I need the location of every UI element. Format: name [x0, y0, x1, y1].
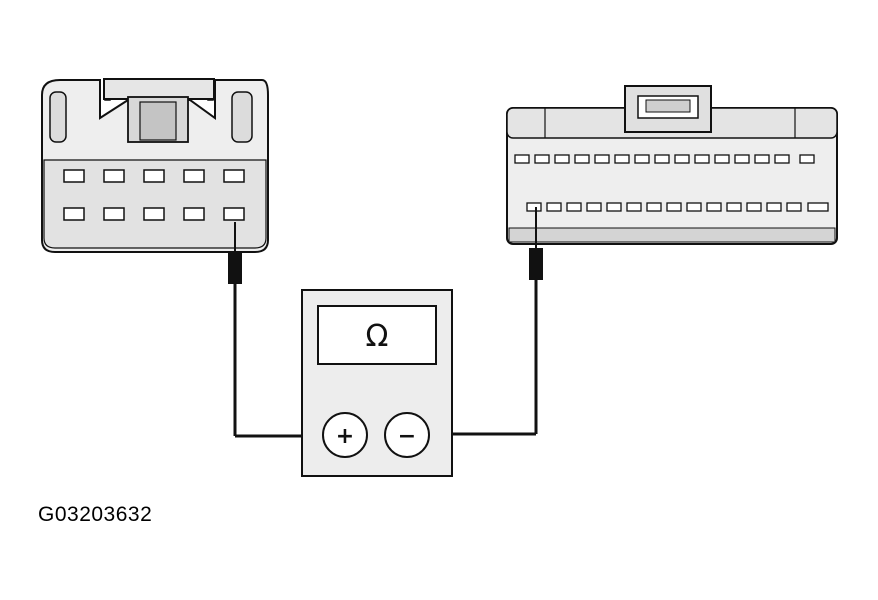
- left-connector-latch-bar: [103, 78, 215, 100]
- ohm-symbol: Ω: [366, 319, 389, 354]
- probe-tip-positive: [228, 252, 242, 284]
- figure-id: G03203632: [38, 503, 153, 526]
- right-connector: [506, 85, 838, 245]
- ohmmeter: Ω + −: [301, 289, 453, 477]
- right-connector-latch: [624, 85, 712, 133]
- terminal-negative: [384, 412, 430, 458]
- minus-icon: −: [398, 424, 416, 449]
- right-connector-pins: [514, 154, 829, 212]
- ohmmeter-display: [317, 305, 437, 365]
- plus-icon: +: [336, 424, 354, 449]
- probe-tip-negative: [529, 248, 543, 280]
- left-connector: [41, 78, 269, 253]
- left-connector-pins: [63, 169, 245, 221]
- terminal-positive: [322, 412, 368, 458]
